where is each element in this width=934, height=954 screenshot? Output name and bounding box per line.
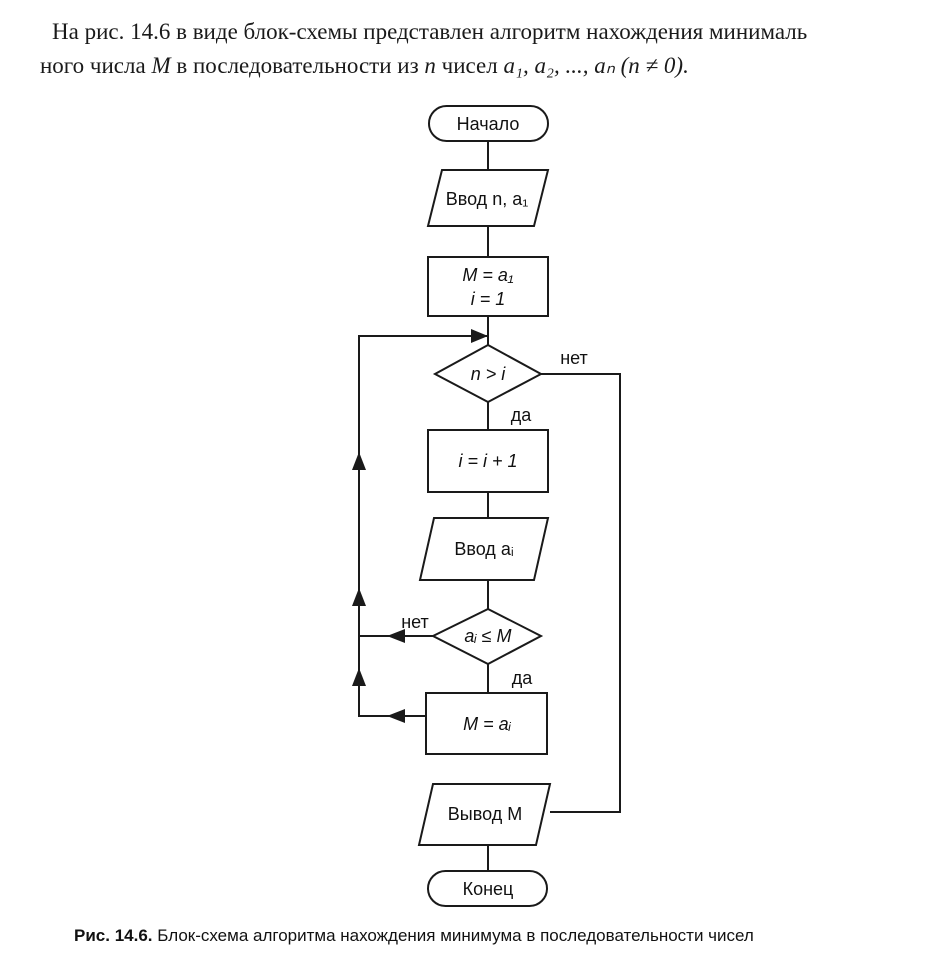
output-label: Вывод M: [448, 804, 522, 824]
flowchart-blocks: [417, 105, 552, 907]
cond2-label: aᵢ ≤ M: [464, 626, 511, 646]
cond2-no-label: нет: [401, 612, 429, 632]
arrow-into-cond1: [471, 329, 488, 343]
intro-sequence: a₁, a₂, ..., aₙ (n ≠ 0).: [503, 53, 689, 78]
init-process-box: [427, 256, 549, 317]
arrow-loop-up-upper: [352, 452, 366, 470]
start-terminator: [428, 105, 549, 142]
increment-process-box: [427, 429, 549, 493]
intro-text-c: чисел: [435, 53, 504, 78]
assign-label: M = aᵢ: [463, 714, 512, 734]
flowchart-labels: Начало Ввод n, a₁ M = a₁ i = 1 n > i нет…: [401, 114, 588, 899]
input-ai-parallelogram: [418, 517, 550, 581]
input1-label: Ввод n, a₁: [446, 189, 529, 209]
input2-label: Ввод aᵢ: [454, 539, 513, 559]
increment-label: i = i + 1: [458, 451, 517, 471]
init-label-line1: M = a₁: [462, 265, 514, 285]
cond1-no-label: нет: [560, 348, 588, 368]
arrow-assign-left: [387, 709, 405, 723]
arrow-loop-up-lower: [352, 668, 366, 686]
cond2-yes-label: да: [512, 668, 534, 688]
cond1-label: n > i: [471, 364, 507, 384]
intro-var-M: M: [151, 53, 171, 78]
arrow-cond2-no-left: [387, 629, 405, 643]
input-n-parallelogram: [426, 169, 550, 227]
output-parallelogram: [417, 783, 552, 846]
assign-process-box: [425, 692, 548, 755]
arrow-loop-up-middle: [352, 588, 366, 606]
intro-line-2: ного числа M в последовательности из n ч…: [40, 50, 689, 82]
figure-caption: Рис. 14.6. Блок-схема алгоритма нахожден…: [74, 926, 754, 946]
intro-line-1: На рис. 14.6 в виде блок-схемы представл…: [52, 19, 808, 44]
condition-ai-le-M-diamond: [430, 607, 544, 666]
start-label: Начало: [457, 114, 520, 134]
init-label-line2: i = 1: [471, 289, 506, 309]
caption-text: Блок-схема алгоритма нахождения минимума…: [152, 926, 754, 945]
end-label: Конец: [463, 879, 514, 899]
caption-label: Рис. 14.6.: [74, 926, 153, 945]
intro-text-b: в последовательности из: [170, 53, 425, 78]
connector-cond1-no-output: [541, 373, 621, 813]
end-terminator: [427, 870, 548, 907]
arrowheads: [352, 329, 488, 723]
condition-n-gt-i-diamond: [432, 343, 544, 404]
intro-var-n: n: [424, 53, 436, 78]
cond1-yes-label: да: [511, 405, 533, 425]
intro-text-a: ного числа: [40, 53, 152, 78]
connector-lines: [358, 141, 621, 871]
